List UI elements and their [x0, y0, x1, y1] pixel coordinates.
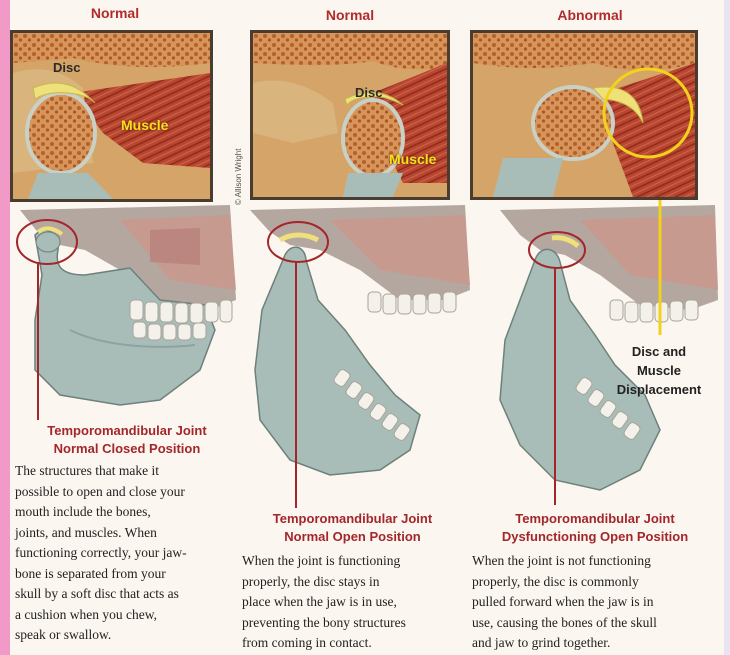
body-line: speak or swallow. [15, 625, 237, 646]
inset-2-disc-label: Disc [355, 85, 382, 100]
body-line: properly, the disc stays in [242, 572, 467, 593]
artist-credit: © Allison Wright [234, 149, 243, 205]
body-line: pulled forward when the jaw is in [472, 592, 722, 613]
caption-1-heading-line2: Normal Closed Position [14, 440, 240, 458]
inset-open: Disc Muscle [250, 30, 450, 200]
caption-1-body: The structures that make it possible to … [15, 461, 237, 646]
body-line: and jaw to grind together. [472, 633, 722, 654]
caption-3-heading: Temporomandibular Joint Dysfunctioning O… [470, 510, 720, 546]
body-line: joints, and muscles. When [15, 523, 237, 544]
caption-2-heading-line2: Normal Open Position [240, 528, 465, 546]
body-line: bone is separated from your [15, 564, 237, 585]
caption-2-heading-line1: Temporomandibular Joint [240, 510, 465, 528]
body-line: mouth include the bones, [15, 502, 237, 523]
body-line: preventing the bony structures [242, 613, 467, 634]
callout-line-3: Displacement [600, 380, 718, 399]
callout-line-2: Muscle [600, 361, 718, 380]
caption-3-body: When the joint is not functioning proper… [472, 551, 722, 654]
inset-2-muscle-label: Muscle [389, 151, 436, 167]
body-line: from coming in contact. [242, 633, 467, 654]
body-line: place when the jaw is in use, [242, 592, 467, 613]
inset-closed: Disc Muscle [10, 30, 213, 202]
body-line: functioning correctly, your jaw- [15, 543, 237, 564]
caption-1-heading: Temporomandibular Joint Normal Closed Po… [14, 422, 240, 458]
callout-line-1: Disc and [600, 342, 718, 361]
caption-2-heading: Temporomandibular Joint Normal Open Posi… [240, 510, 465, 546]
skull-open [250, 205, 470, 508]
body-line: properly, the disc is commonly [472, 572, 722, 593]
caption-1-heading-line1: Temporomandibular Joint [14, 422, 240, 440]
body-line: skull by a soft disc that acts as [15, 584, 237, 605]
inset-1-muscle-label: Muscle [121, 117, 168, 133]
body-line: use, causing the bones of the skull [472, 613, 722, 634]
body-line: The structures that make it [15, 461, 237, 482]
body-line: a cushion when you chew, [15, 605, 237, 626]
body-line: possible to open and close your [15, 482, 237, 503]
body-line: When the joint is functioning [242, 551, 467, 572]
body-line: When the joint is not functioning [472, 551, 722, 572]
skull-closed [17, 205, 236, 420]
inset-dysfunction [470, 30, 698, 200]
displacement-callout: Disc and Muscle Displacement [600, 342, 718, 399]
caption-2-body: When the joint is functioning properly, … [242, 551, 467, 654]
caption-3-heading-line2: Dysfunctioning Open Position [470, 528, 720, 546]
skull-dysfunction [500, 150, 718, 505]
inset-1-disc-label: Disc [53, 60, 80, 75]
caption-3-heading-line1: Temporomandibular Joint [470, 510, 720, 528]
